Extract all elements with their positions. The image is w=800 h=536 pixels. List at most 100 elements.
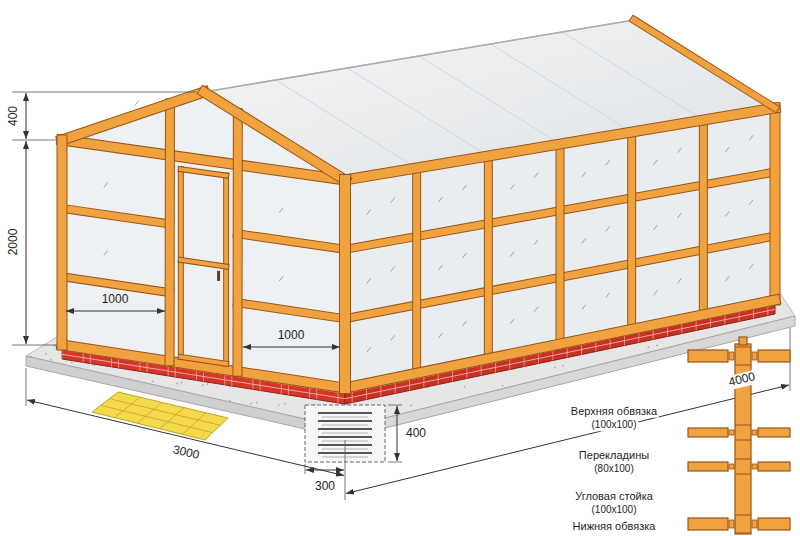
wood-beam-edge <box>204 92 345 180</box>
panel-glint <box>606 160 610 165</box>
panel-glint <box>279 208 283 213</box>
dimension-line <box>26 93 27 139</box>
panel-glint <box>463 321 467 326</box>
gravel-dot <box>410 405 412 407</box>
foundation-layer <box>322 433 368 434</box>
tenon <box>729 430 734 435</box>
wood-beam <box>628 132 635 329</box>
panel-glint <box>606 293 610 298</box>
foundation-layer <box>322 425 368 426</box>
dimension-label: 3000 <box>169 443 202 464</box>
panel-glint <box>439 197 443 202</box>
gravel-dot <box>464 386 466 388</box>
gravel-dot <box>284 403 286 405</box>
roof-rafter-line <box>419 56 560 144</box>
extension-line <box>12 140 56 141</box>
wood-beam <box>557 144 564 344</box>
joint-cut <box>735 440 751 441</box>
wood-beam <box>181 260 226 267</box>
panel-glint <box>510 185 514 190</box>
wood-beam-edge <box>627 132 636 329</box>
gravel-dot <box>30 356 32 358</box>
panel-glint <box>439 333 443 338</box>
foundation-layer <box>318 428 372 430</box>
dimension-line <box>26 141 27 344</box>
wood-beam-edge <box>345 108 775 180</box>
wood-beam-edge <box>165 104 175 362</box>
wood-beam-edge <box>770 108 781 300</box>
dimension-line <box>243 347 340 348</box>
dimension-label: 1000 <box>100 293 131 307</box>
extension-line <box>12 92 196 93</box>
part-size: (80x100) <box>592 463 635 475</box>
dimension-line <box>397 406 398 461</box>
panel-glint <box>606 226 610 231</box>
tile-path <box>92 392 228 440</box>
gravel-dot <box>50 359 52 361</box>
wood-beam-edge <box>62 345 345 388</box>
gable-panel <box>62 92 345 180</box>
part-label: Угловая стойка <box>573 490 655 503</box>
wood-beam-edge <box>339 180 351 388</box>
wood-beam <box>634 20 775 108</box>
wood-beam <box>771 108 780 300</box>
timber-piece <box>688 462 728 471</box>
panel-glint <box>582 238 586 243</box>
gravel-dot <box>250 403 252 405</box>
tile-joint <box>182 413 206 435</box>
wood-beam <box>233 113 241 372</box>
gravel-dot <box>181 382 183 384</box>
wood-beam <box>181 357 226 364</box>
joint-cut <box>735 459 751 460</box>
wood-beam-edge <box>62 208 170 224</box>
panel-glint <box>104 183 108 188</box>
foundation-layer <box>322 417 368 418</box>
wood-beam <box>204 92 345 180</box>
dimension-label: 300 <box>313 480 337 494</box>
timber-piece <box>688 350 728 362</box>
extension-line <box>388 462 402 463</box>
gravel-dot <box>207 383 209 385</box>
tenon <box>752 352 757 360</box>
panel-glint <box>391 335 395 340</box>
gravel-dot <box>554 366 556 368</box>
joint-cut <box>735 515 751 516</box>
wood-beam-edge <box>62 92 204 140</box>
dimension-line <box>346 385 789 494</box>
roof-rafter-line <box>347 68 488 156</box>
panel-glint <box>534 173 538 178</box>
wood-beam <box>62 345 345 388</box>
wood-beam-edge <box>699 120 708 315</box>
panel-glint <box>654 225 658 230</box>
gravel-dot <box>647 346 649 348</box>
gravel-dot <box>278 404 280 406</box>
joint-cut <box>735 365 751 366</box>
panel-glint <box>463 185 467 190</box>
panel-glint <box>749 264 753 269</box>
wood-beam <box>413 168 420 373</box>
tenon <box>729 464 734 469</box>
wood-beam <box>62 277 170 293</box>
wood-beam-edge <box>237 303 345 319</box>
dimension-line <box>306 470 344 471</box>
wood-beam-edge <box>62 277 170 293</box>
wood-beam <box>181 169 226 175</box>
wood-beam <box>345 108 775 180</box>
wood-beam <box>345 300 775 388</box>
roof-rafter-line <box>562 32 703 120</box>
gravel-dot <box>202 384 204 386</box>
tenon <box>729 352 734 360</box>
panel-glint <box>749 200 753 205</box>
panel-glint <box>367 209 371 214</box>
wood-beam-edge <box>181 169 226 175</box>
panel-glint <box>439 265 443 270</box>
panel-glint <box>391 197 395 202</box>
roof-ridge <box>204 20 634 92</box>
wood-beam <box>62 140 345 180</box>
wood-beam-edge <box>634 20 775 108</box>
door-handle <box>217 271 220 281</box>
part-label: Верхняя обвязка <box>569 405 659 418</box>
tile-joint <box>137 402 162 423</box>
